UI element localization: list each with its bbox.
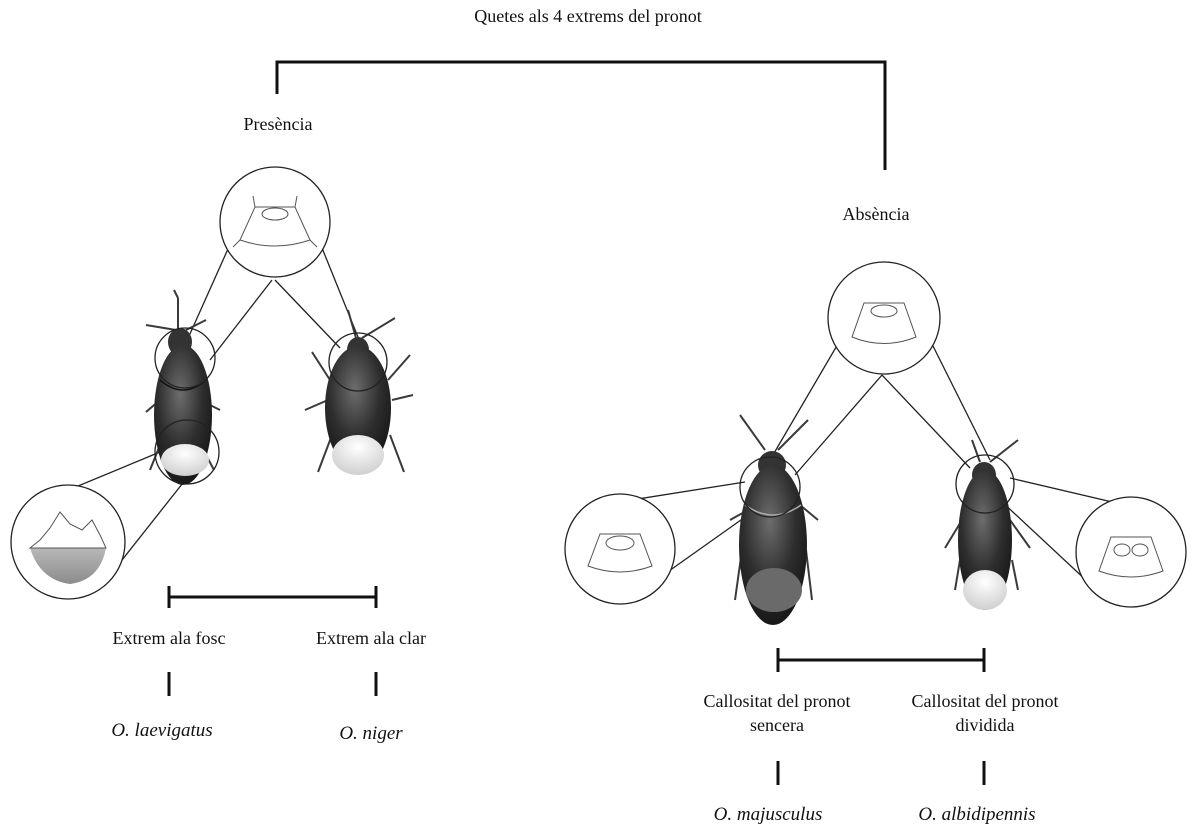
option-label: Extrem ala fosc xyxy=(113,628,226,650)
bug-photo-icon xyxy=(305,310,413,475)
option-label-line1: Callositat del pronot xyxy=(704,691,851,713)
option-label: Extrem ala clar xyxy=(316,628,426,650)
pronotum-outline-icon xyxy=(220,167,330,277)
pronotum-outline-icon xyxy=(828,262,940,374)
species-name: O. albidipennis xyxy=(918,804,1035,827)
species-name: O. majusculus xyxy=(714,804,823,827)
wing-tip-icon xyxy=(11,485,125,599)
bug-photo-icon xyxy=(945,440,1030,610)
root-bracket xyxy=(277,62,885,170)
species-name: O. laevigatus xyxy=(111,720,212,743)
bug-photo-icon xyxy=(730,415,818,625)
right-choice-bracket xyxy=(778,648,984,785)
branch-label-right: Absència xyxy=(843,204,910,226)
option-label-line2: dividida xyxy=(956,715,1015,737)
pronotum-outline-icon xyxy=(565,494,675,604)
root-label: Quetes als 4 extrems del pronot xyxy=(474,6,701,28)
pronotum-divided-callus-icon xyxy=(1076,497,1186,607)
option-label-line2: sencera xyxy=(750,715,804,737)
option-label-line1: Callositat del pronot xyxy=(912,691,1059,713)
species-name: O. niger xyxy=(339,723,402,746)
branch-label-left: Presència xyxy=(244,114,313,136)
right-connectors xyxy=(600,337,1125,588)
